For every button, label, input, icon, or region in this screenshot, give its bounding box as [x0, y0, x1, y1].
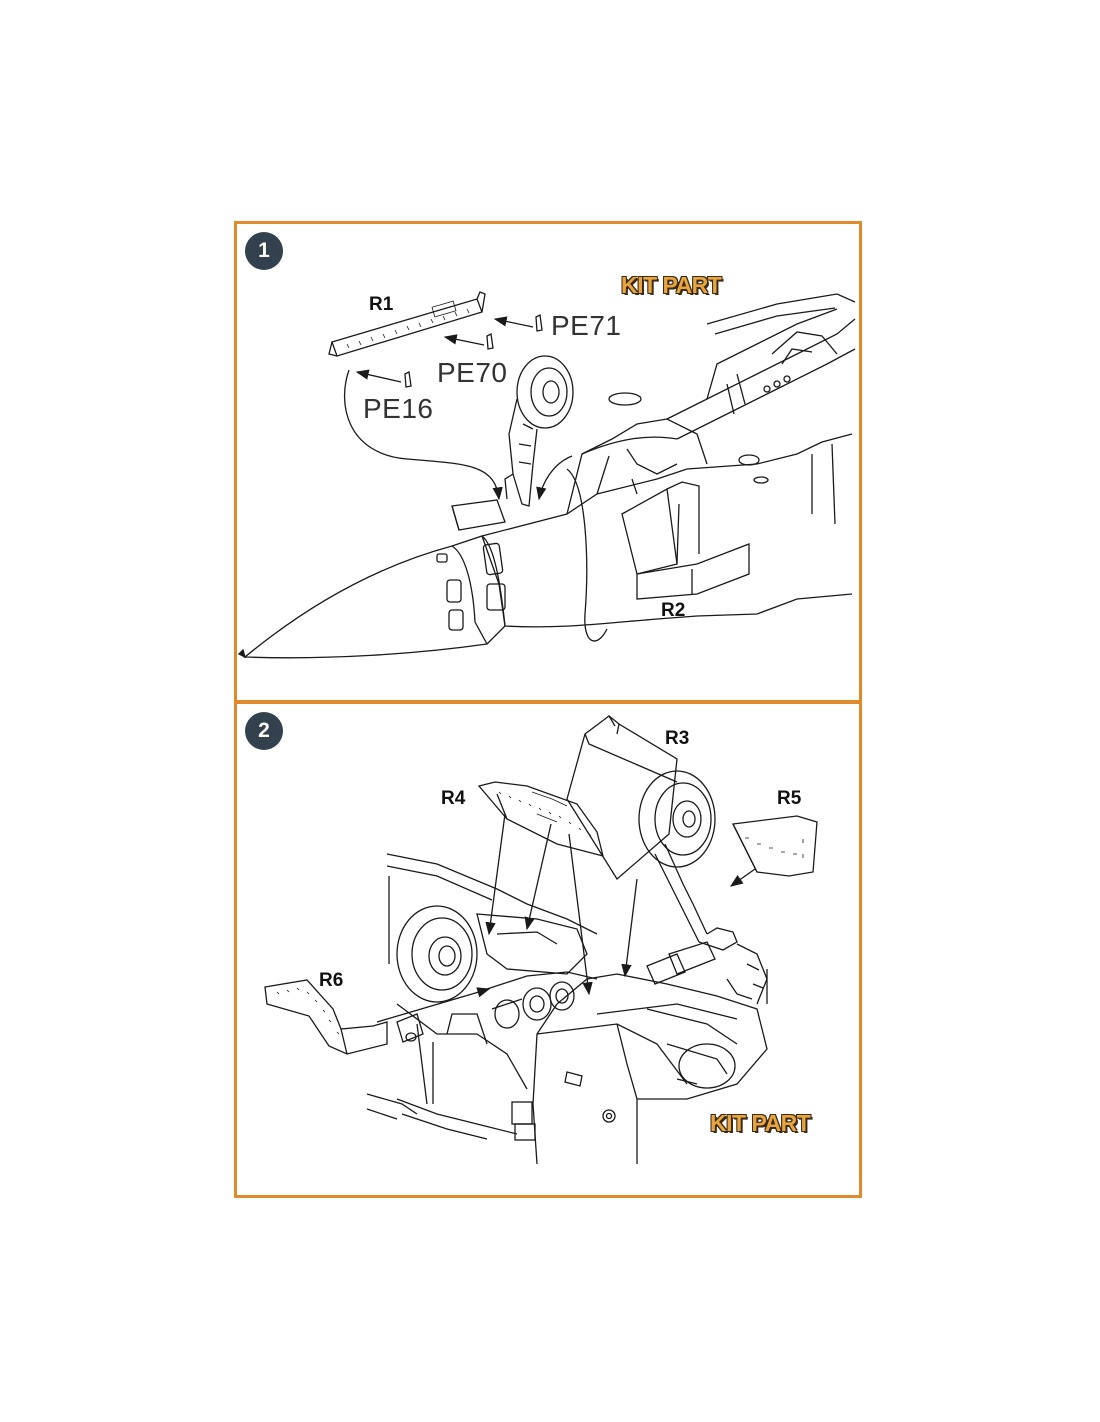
- r4-part: [477, 781, 604, 857]
- step-1-panel: 1: [234, 221, 862, 703]
- main-wheel-right: [638, 770, 716, 868]
- r5-part: [732, 815, 818, 877]
- part-label-r6: R6: [319, 970, 344, 991]
- pe16-piece: [404, 371, 412, 388]
- part-label-r2: R2: [661, 600, 686, 621]
- r3-part: [566, 715, 678, 880]
- part-label-pe70: PE70: [437, 357, 508, 388]
- pe70-piece: [486, 333, 494, 350]
- ejection-seat: [504, 355, 574, 507]
- step-2-panel: 2: [234, 701, 862, 1198]
- step-1-drawing: [237, 291, 856, 659]
- part-label-r1: R1: [369, 294, 394, 315]
- step-1-badge: 1: [245, 232, 283, 270]
- part-label-r3: R3: [665, 728, 690, 749]
- nose-cone: [243, 535, 506, 659]
- part-label-r4: R4: [441, 788, 466, 809]
- gear-actuators: [486, 971, 598, 1029]
- step-2-badge: 2: [245, 712, 283, 750]
- part-label-pe71: PE71: [551, 310, 622, 341]
- step-2-drawing: [264, 715, 818, 1165]
- part-label-r5: R5: [777, 788, 802, 809]
- r1-part: [328, 291, 486, 357]
- pe71-piece: [535, 314, 543, 332]
- kit-part-label-2: KIT PART: [710, 1110, 811, 1136]
- part-label-pe16: PE16: [363, 393, 434, 424]
- main-wheel-left: [396, 905, 478, 1003]
- forward-fuselage: [481, 433, 853, 537]
- r6-part: [264, 979, 388, 1055]
- kit-part-label: KIT PART: [621, 272, 722, 298]
